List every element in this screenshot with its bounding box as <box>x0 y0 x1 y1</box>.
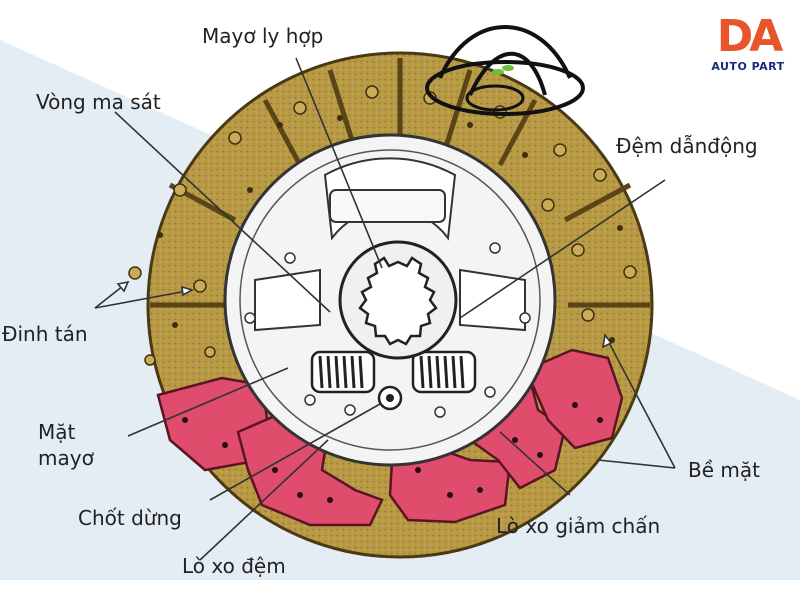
label-damper-spring: Lò xo giảm chấn <box>496 514 661 538</box>
splined-hub <box>338 240 458 360</box>
label-cushion-spring: Lò xo đệm <box>182 554 286 578</box>
cushion-dots <box>182 402 603 503</box>
label-rivets: Đinh tán <box>2 322 88 346</box>
label-stop-pin: Chốt dừng <box>78 506 182 530</box>
small-leaf-icon <box>492 65 514 75</box>
label-hub-face-line2: mayơ <box>38 446 94 470</box>
label-drive-plate: Đệm dẫnđộng <box>616 134 758 158</box>
label-surface: Bề mặt <box>688 458 760 482</box>
label-hub: Mayơ ly hợp <box>202 24 324 48</box>
leader-lines <box>94 57 676 561</box>
brand-logo: DA AUTO PART <box>700 14 796 76</box>
steering-wheel-watermark <box>425 25 585 116</box>
logo-subtitle: AUTO PART <box>711 60 785 73</box>
logo-mark: DA <box>716 11 784 62</box>
stop-pin <box>377 385 403 411</box>
damper-springs <box>310 350 477 394</box>
plate-rivets <box>244 242 531 418</box>
label-hub-face-line1: Mặt <box>38 420 76 444</box>
rivet-dots <box>157 115 623 343</box>
label-friction-ring: Vòng ma sát <box>36 90 161 114</box>
rivet-holes <box>128 85 637 366</box>
